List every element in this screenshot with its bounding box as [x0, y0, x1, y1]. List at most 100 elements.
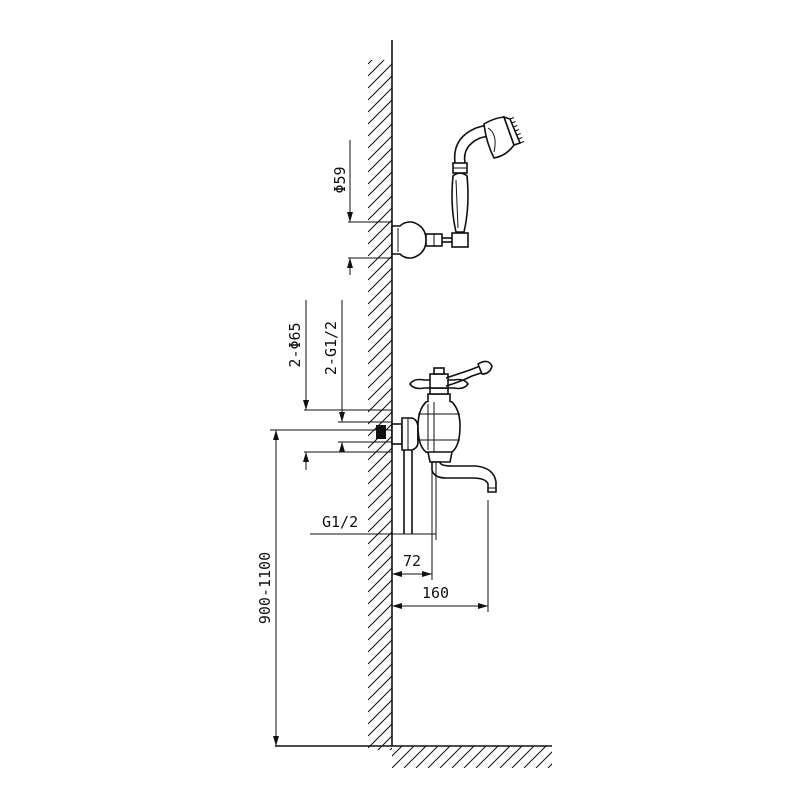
bath-spout: [431, 461, 497, 493]
hatch-line: [368, 255, 392, 281]
wall: [368, 40, 393, 750]
hatch-line: [368, 171, 392, 197]
hatch-line: [451, 746, 475, 768]
shower-handle: [451, 172, 469, 233]
hatch-line: [368, 591, 392, 617]
inlet-nut: [401, 417, 419, 451]
hatch-line: [439, 746, 463, 768]
hatch-line: [535, 751, 552, 768]
dim-inlet-thread: 2-G1/2: [322, 300, 392, 452]
hatch-line: [547, 763, 552, 768]
hatch-line: [499, 746, 523, 768]
hatch-line: [368, 267, 392, 293]
hatch-line: [368, 543, 392, 569]
hatch-line: [368, 60, 385, 77]
nozzle-tick: [516, 133, 521, 136]
hatch-line: [368, 711, 392, 737]
inlet-plug: [376, 425, 386, 439]
hatch-line: [368, 75, 392, 101]
hatch-line: [368, 291, 392, 317]
hatch-line: [463, 746, 487, 768]
hatch-line: [368, 363, 392, 389]
hatch-line: [368, 327, 392, 353]
hatch-line: [368, 279, 392, 305]
dim-spout-projection: 160: [392, 500, 489, 612]
hatch-line: [368, 603, 392, 629]
hatch-line: [523, 746, 547, 768]
mixer-bottom-collar: [427, 451, 453, 463]
floor-hatching: [392, 746, 552, 768]
lever-arm-top: [445, 365, 481, 379]
hatch-line: [368, 207, 392, 233]
hatch-line: [368, 219, 392, 245]
hatch-line: [392, 746, 415, 768]
hatch-line: [368, 555, 392, 581]
hatch-line: [368, 579, 392, 605]
hatch-line: [368, 699, 392, 725]
hatch-line: [368, 399, 392, 425]
label-install-height: 900-1100: [256, 552, 274, 624]
dim-install-height: 900-1100: [256, 429, 392, 746]
nozzle-tick: [513, 125, 518, 128]
label-escutcheon-diameter: 2-Φ65: [286, 322, 304, 367]
wall-hatching: [368, 60, 392, 750]
hatch-line: [427, 746, 451, 768]
hatch-line: [368, 195, 392, 221]
hatch-line: [368, 111, 392, 137]
hatch-line: [368, 687, 392, 713]
hatch-line: [415, 746, 439, 768]
hatch-line: [368, 459, 392, 485]
inlet-connector: [391, 423, 403, 445]
dim-body-projection: 72: [392, 470, 433, 580]
hatch-line: [368, 411, 392, 437]
nozzle-tick: [514, 129, 520, 132]
hatch-line: [368, 243, 392, 269]
label-body-projection: 72: [403, 552, 421, 570]
shower-head: [483, 116, 515, 159]
label-spout-projection: 160: [422, 584, 449, 602]
hatch-line: [368, 483, 392, 509]
hatch-line: [368, 339, 392, 365]
hatch-line: [368, 519, 392, 545]
hatch-line: [368, 651, 392, 677]
hatch-line: [368, 231, 392, 257]
hatch-line: [368, 159, 392, 185]
hatch-line: [368, 627, 392, 653]
hatch-line: [392, 746, 403, 757]
bonnet-base: [427, 393, 451, 402]
holder-escutcheon: [391, 221, 427, 259]
hatch-line: [368, 315, 392, 341]
hatch-line: [368, 723, 392, 749]
cross-handle-right: [445, 378, 469, 390]
dim-escutcheon-diameter: 2-Φ65: [286, 300, 392, 470]
hatch-line: [368, 507, 392, 533]
hatch-line: [368, 123, 392, 149]
hatch-line: [368, 147, 392, 173]
cross-handle-hub: [429, 373, 449, 389]
hatch-line: [511, 746, 535, 768]
shower-neck-inner: [463, 135, 489, 164]
nozzle-tick: [511, 121, 516, 124]
lever-tip: [477, 360, 493, 375]
label-holder-diameter: Φ59: [331, 166, 349, 193]
hatch-line: [368, 495, 392, 521]
hatch-line: [368, 663, 392, 689]
hatch-line: [475, 746, 499, 768]
nozzle-tick: [518, 137, 523, 140]
nozzle-tick: [519, 141, 525, 144]
hatch-line: [368, 471, 392, 497]
hatch-line: [487, 746, 511, 768]
hatch-line: [377, 735, 392, 750]
dimensions: Φ59 2-Φ65 2-G1/2 G1/2: [256, 140, 489, 746]
mixer-body: [417, 399, 461, 455]
hatch-line: [368, 615, 392, 641]
hatch-line: [368, 675, 392, 701]
hatch-line: [368, 387, 392, 413]
nozzle-tick: [509, 117, 515, 120]
hatch-line: [368, 135, 392, 161]
cross-handle-left: [409, 378, 433, 390]
hatch-line: [368, 183, 392, 209]
label-outlet-thread: G1/2: [322, 513, 358, 531]
hatch-line: [368, 60, 373, 65]
